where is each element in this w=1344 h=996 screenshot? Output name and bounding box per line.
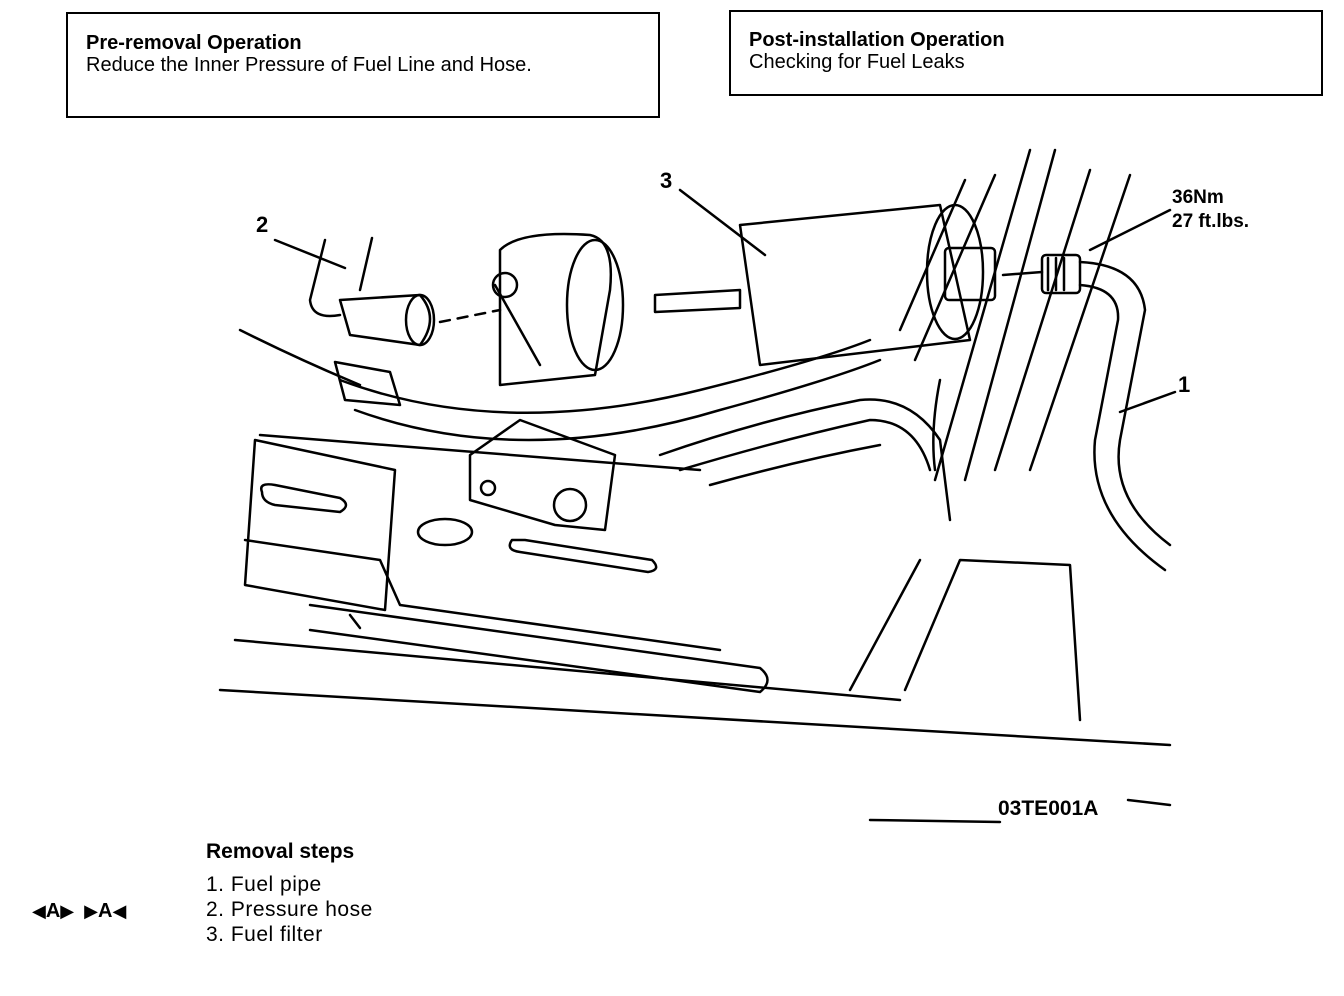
- filter-bracket-ring: [565, 238, 625, 372]
- hose-line: [338, 338, 872, 414]
- fuel-filter-inlet: [653, 288, 742, 314]
- fuel-filter-end: [925, 203, 985, 341]
- rail: [348, 613, 362, 630]
- pre-removal-text: Reduce the Inner Pressure of Fuel Line a…: [86, 54, 532, 76]
- pressure-hose-end: [404, 293, 436, 347]
- callout-leader-1: [1118, 390, 1177, 414]
- removal-steps-title: Removal steps: [206, 840, 355, 863]
- panel-edge: [848, 558, 922, 692]
- frame-line: [258, 433, 702, 472]
- bracket-bolt: [552, 487, 588, 523]
- body-hole: [416, 517, 474, 547]
- removal-step: 1. Fuel pipe: [206, 873, 322, 896]
- frame-line: [233, 638, 902, 702]
- removal-steps: Removal steps 1. Fuel pipe 2. Pressure h…: [206, 838, 373, 947]
- removal-step: 2. Pressure hose: [206, 898, 373, 921]
- floor-ridge: [708, 443, 882, 487]
- bracket-screw: [493, 283, 542, 367]
- right-triangle-icon: ▶: [84, 901, 98, 921]
- fuel-filter-body: [738, 203, 972, 367]
- callout-1: 1: [1178, 372, 1190, 397]
- right-triangle-icon: ▶: [60, 901, 75, 921]
- pipe-clip: [333, 360, 402, 407]
- panel-edge: [903, 558, 1082, 722]
- filter-bracket: [498, 232, 612, 387]
- removal-service-point-marker: ◀A▶: [32, 900, 75, 922]
- left-triangle-icon: ◀: [32, 901, 46, 921]
- bracket-bolt-hole: [479, 479, 497, 497]
- frame-line: [218, 688, 1172, 747]
- figure-code-underline: [1126, 798, 1172, 807]
- hose-line: [353, 358, 882, 442]
- filter-bracket-base: [468, 418, 617, 532]
- rib: [993, 168, 1092, 472]
- post-installation-title: Post-installation Operation: [749, 29, 1005, 51]
- floor-ridge: [678, 418, 932, 472]
- callout-3: 3: [660, 168, 672, 193]
- post-installation-text: Checking for Fuel Leaks: [749, 51, 965, 73]
- alignment-dash: [438, 308, 502, 324]
- service-point-markers: ◀A▶ ▶A◀: [32, 900, 126, 923]
- rib: [933, 148, 1032, 482]
- bracket-screw-head: [491, 271, 519, 299]
- body-slot: [260, 483, 348, 514]
- pressure-hose: [308, 238, 342, 318]
- pressure-hose: [358, 236, 374, 292]
- figure-code: 03TE001A: [998, 797, 1098, 820]
- body-slot: [508, 538, 658, 574]
- callout-2: 2: [256, 212, 268, 237]
- pre-removal-title: Pre-removal Operation: [86, 32, 302, 54]
- fuel-filter-nut: [943, 246, 997, 302]
- callout-leader-2: [273, 238, 347, 270]
- removal-step: 3. Fuel filter: [206, 923, 323, 946]
- rib: [963, 148, 1057, 482]
- fuel-pipe: [1078, 283, 1167, 572]
- post-installation-operation-box: Post-installation Operation Checking for…: [729, 10, 1323, 96]
- left-triangle-icon: ◀: [112, 901, 127, 921]
- body-panel: [243, 438, 397, 612]
- callout-leader-3: [678, 188, 767, 257]
- rail: [308, 603, 769, 694]
- floor-ridge: [932, 378, 942, 472]
- pipe-fitting-thread: [1046, 256, 1066, 292]
- frame-line: [238, 328, 362, 387]
- rib: [898, 178, 967, 332]
- figure-code-underline: [868, 818, 1002, 824]
- torque-ftlbs-label: 27 ft.lbs.: [1172, 211, 1249, 232]
- pipe-fitting: [1040, 253, 1082, 295]
- frame-line: [243, 538, 722, 652]
- floor-ridge: [658, 398, 952, 522]
- torque-nm-label: 36Nm: [1172, 187, 1224, 208]
- rib: [1028, 173, 1132, 472]
- callout-leader-torque: [1088, 208, 1172, 252]
- pressure-hose-fitting: [338, 293, 432, 347]
- installation-service-point-marker: ▶A◀: [84, 900, 127, 922]
- fuel-pipe: [1078, 260, 1172, 547]
- leader-line: [1001, 270, 1044, 277]
- pre-removal-operation-box: Pre-removal Operation Reduce the Inner P…: [66, 12, 660, 118]
